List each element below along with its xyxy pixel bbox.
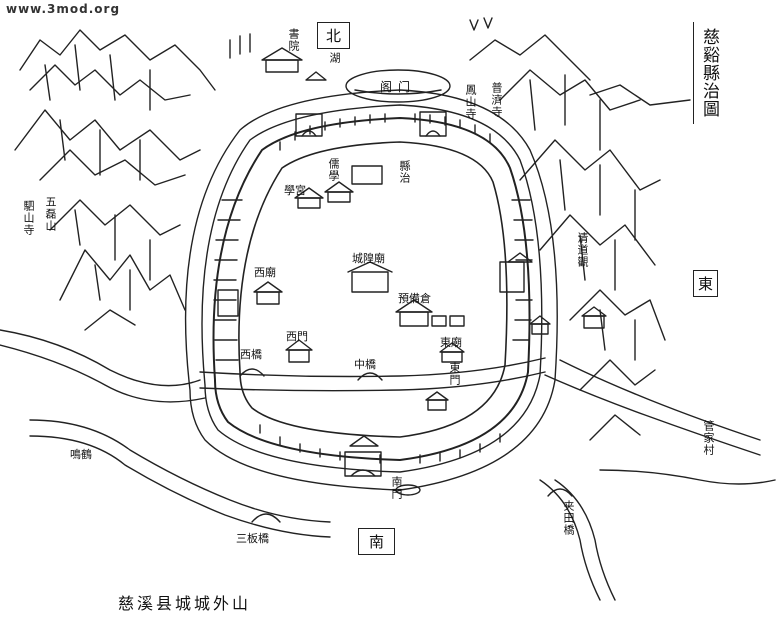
lake [345,69,451,103]
map-title: 慈谿縣治圖 [693,22,725,124]
direction-south: 南 [358,528,396,555]
label-north-temple: 書院 [287,28,300,52]
bottom-right-bridge [547,488,573,497]
direction-east: 東 [693,270,719,297]
east-gate [499,261,525,293]
watermark-text: www.3mod.org [6,2,121,16]
label-lake: 湖 [328,52,341,64]
label-west-building-1: 儒學 [327,158,340,182]
west-bridge [239,368,265,377]
moat-outer [184,89,558,491]
map-caption: 慈溪县城城外山 [118,594,252,613]
label-center-bridge: 中橋 [354,358,376,371]
label-bottom-right-bridge: 夹田橋 [562,500,575,536]
label-left-village: 鳴鶴 [70,448,92,461]
south-gate [344,451,382,477]
city-wall-outer [212,117,531,461]
bottom-left-bridge [251,513,281,523]
canal [199,357,546,378]
label-bottom-left-bridge: 三板橋 [236,532,269,545]
label-left-hill: 駟山寺 [22,200,35,236]
buildings [253,47,607,447]
label-center-building: 城隍廟 [352,252,385,265]
label-yamen: 縣治 [398,160,411,184]
label-east-temple: 東廟 [440,336,462,349]
label-north-gate: 阁门 [380,80,417,94]
label-northeast: 普濟寺 [490,82,503,118]
city-wall-inner [238,141,508,438]
west-gate [217,289,239,317]
label-east-building: 預備倉 [398,292,431,305]
label-south-gate: 南門 [390,476,403,500]
label-left-mountain: 五磊山 [44,196,57,232]
label-west-bridge: 西橋 [240,348,262,361]
label-west-temple-2: 西門 [286,330,308,343]
label-north-hill: 鳳山寺 [464,84,477,120]
left-mountains [14,29,216,331]
direction-north: 北 [317,22,351,49]
center-bridge [357,372,383,381]
label-right-mountain: 清道觀 [576,232,589,268]
label-west-temple: 西廟 [254,266,276,279]
north-gate [295,113,323,137]
label-west-building-2: 學宮 [284,184,306,197]
rivers [0,329,776,601]
right-mountains [469,34,691,441]
moat-inner [201,104,543,473]
label-east-gate: 東門 [448,362,461,386]
northeast-gate [419,111,447,137]
label-right-village: 管家村 [702,420,715,456]
